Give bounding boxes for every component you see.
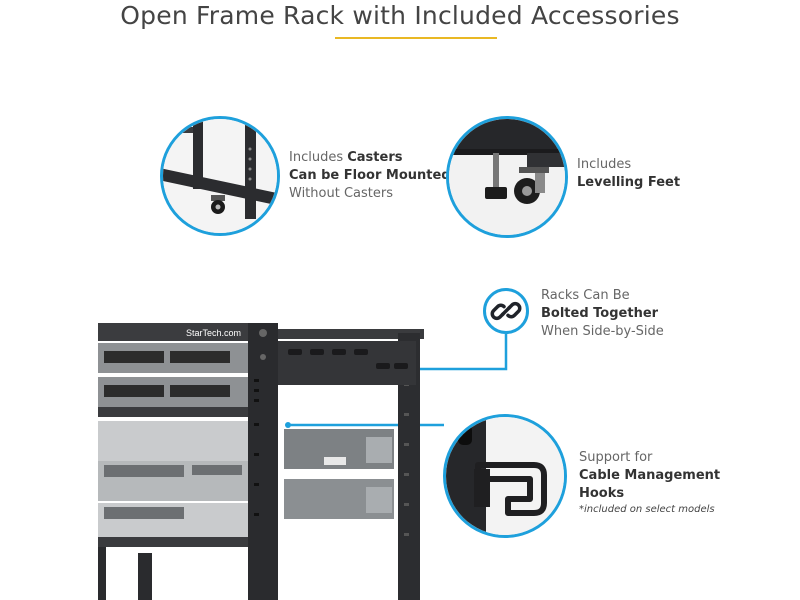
casters-detail-image bbox=[160, 116, 280, 236]
chain-link-icon bbox=[483, 288, 529, 334]
bolted-callout-line1: Racks Can Be bbox=[541, 288, 630, 303]
feet-callout-line2: Levelling Feet bbox=[577, 175, 681, 190]
casters-callout-bold: Casters bbox=[347, 150, 403, 165]
cable-management-callout: Support for Cable Management Hooks *incl… bbox=[579, 449, 720, 517]
casters-callout-line2: Can be Floor Mounted bbox=[289, 168, 451, 183]
casters-callout-prefix: Includes bbox=[289, 150, 348, 165]
cable-callout-line3: Hooks bbox=[579, 486, 625, 501]
casters-callout-line3: Without Casters bbox=[289, 186, 393, 201]
cable-callout-line2: Cable Management bbox=[579, 468, 721, 483]
page-title: Open Frame Rack with Included Accessorie… bbox=[120, 1, 680, 30]
casters-callout: Includes Casters Can be Floor Mounted Wi… bbox=[289, 149, 451, 203]
title-underline bbox=[335, 37, 497, 39]
rack-illustration: StarTech.com bbox=[98, 323, 438, 600]
cable-callout-line1: Support for bbox=[579, 450, 653, 465]
bolted-callout-line3: When Side-by-Side bbox=[541, 324, 664, 339]
cable-callout-note: *included on select models bbox=[579, 504, 715, 515]
levelling-feet-detail-image bbox=[446, 116, 568, 238]
feet-callout-line1: Includes bbox=[577, 157, 632, 172]
cable-hook-detail-image bbox=[443, 414, 567, 538]
bolted-callout-line2: Bolted Together bbox=[541, 306, 659, 321]
bolted-together-callout: Racks Can Be Bolted Together When Side-b… bbox=[541, 287, 664, 341]
brand-logo: StarTech.com bbox=[186, 328, 241, 338]
levelling-feet-callout: Includes Levelling Feet bbox=[577, 156, 680, 192]
